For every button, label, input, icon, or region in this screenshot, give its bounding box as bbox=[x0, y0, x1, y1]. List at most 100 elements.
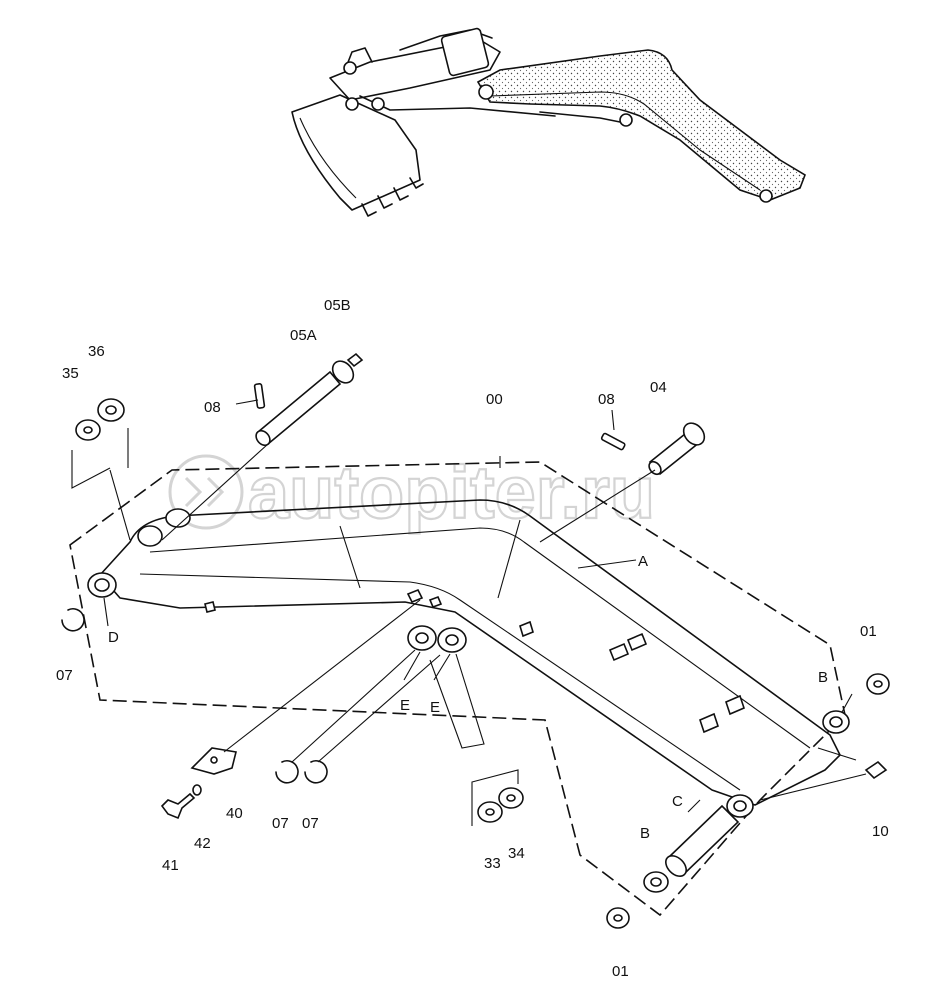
ref-a: A bbox=[638, 553, 648, 570]
leader-c bbox=[687, 799, 701, 813]
pin-overview-5 bbox=[759, 189, 773, 203]
leader-01-tip bbox=[841, 693, 853, 713]
label-00: 00 bbox=[486, 391, 503, 408]
bushing-e1-bore bbox=[415, 632, 429, 644]
leader-d bbox=[103, 597, 109, 627]
pin-overview-4 bbox=[478, 84, 494, 100]
bushing-b-tip-bore bbox=[829, 716, 843, 728]
leader-04-boom bbox=[539, 469, 656, 543]
boom-panel-seams bbox=[339, 519, 521, 599]
bucket-shell bbox=[291, 94, 421, 211]
pin-overview-6 bbox=[619, 113, 633, 127]
pin-05a bbox=[256, 370, 342, 446]
snap-ring-07-mid-b bbox=[304, 760, 328, 784]
boom-top-edge bbox=[149, 527, 811, 749]
washer-01-tip-hole bbox=[873, 680, 883, 688]
label-34: 34 bbox=[508, 845, 525, 862]
label-07-mid-a: 07 bbox=[272, 815, 289, 832]
boom-cylinder-overview bbox=[539, 111, 631, 125]
arm-cylinder-head bbox=[440, 27, 490, 77]
pin-05a-end bbox=[255, 429, 271, 447]
snap-ring-07-mid-a bbox=[275, 760, 299, 784]
bushing-e2-bore bbox=[445, 634, 459, 646]
leader-33-34 bbox=[429, 653, 519, 826]
boom-overview bbox=[476, 49, 806, 201]
pin-overview-2 bbox=[371, 97, 385, 111]
label-07-mid-b: 07 bbox=[302, 815, 319, 832]
cotter-pin-08-a bbox=[253, 383, 266, 409]
leader-10 bbox=[759, 747, 867, 801]
linkage bbox=[344, 47, 373, 71]
label-07-left: 07 bbox=[56, 667, 73, 684]
washer-01-lower-hole bbox=[613, 914, 623, 922]
bucket-rib bbox=[299, 117, 357, 199]
assembly-boundary bbox=[69, 461, 846, 917]
boom-bracket-tip bbox=[699, 694, 745, 734]
label-10: 10 bbox=[872, 823, 889, 840]
label-01-lower: 01 bbox=[612, 963, 629, 980]
boom-lug-1 bbox=[406, 588, 424, 604]
label-40: 40 bbox=[226, 805, 243, 822]
cotter-pin-08-b bbox=[600, 432, 626, 451]
leader-08b bbox=[611, 409, 615, 431]
label-08-b: 08 bbox=[598, 391, 615, 408]
leader-a bbox=[577, 559, 637, 569]
leader-07-e bbox=[291, 649, 441, 763]
label-05a: 05A bbox=[290, 327, 317, 344]
pin-c-end bbox=[665, 855, 687, 877]
excavator-overview bbox=[291, 27, 806, 217]
bushing-tip-lower-bore bbox=[733, 800, 747, 812]
washer-42 bbox=[192, 784, 202, 796]
boom-bottom-edge bbox=[139, 573, 741, 791]
ref-c: C bbox=[672, 793, 683, 810]
watermark-logo-ring bbox=[168, 454, 244, 530]
nipple-05b bbox=[346, 352, 364, 368]
boom-foot-boss-2 bbox=[137, 525, 163, 547]
leader-40-boom bbox=[223, 599, 421, 753]
label-35: 35 bbox=[62, 365, 79, 382]
label-42: 42 bbox=[194, 835, 211, 852]
label-08-a: 08 bbox=[204, 399, 221, 416]
shim-34-hole bbox=[506, 794, 516, 802]
leader-35-36 bbox=[71, 428, 129, 489]
leader-35-36-boom bbox=[109, 469, 131, 541]
boom-foot-bore bbox=[94, 578, 110, 592]
bushing-b-lower-bore bbox=[650, 877, 662, 887]
leader-05a-boom bbox=[161, 443, 269, 541]
ref-b-lower: B bbox=[640, 825, 650, 842]
boom-lug-2 bbox=[428, 595, 443, 609]
boom-overview-edge bbox=[489, 91, 761, 191]
bolt-41 bbox=[160, 792, 196, 820]
ref-b-tip: B bbox=[818, 669, 828, 686]
bracket-40-hole bbox=[210, 756, 218, 764]
label-04: 04 bbox=[650, 379, 667, 396]
watermark-logo-arrow bbox=[184, 476, 225, 508]
pin-overview-1 bbox=[345, 97, 359, 111]
pin-05a-head bbox=[331, 360, 355, 384]
ref-e2: E bbox=[430, 699, 440, 716]
shim-33-hole bbox=[485, 808, 495, 816]
washer-36-hole bbox=[105, 405, 117, 415]
label-05b: 05B bbox=[324, 297, 351, 314]
boom-pipe-clamp bbox=[519, 620, 534, 638]
leader-e bbox=[403, 651, 451, 681]
label-01-tip: 01 bbox=[860, 623, 877, 640]
label-33: 33 bbox=[484, 855, 501, 872]
snap-ring-07-left bbox=[61, 608, 85, 632]
label-41: 41 bbox=[162, 857, 179, 874]
boom-bracket-mid bbox=[608, 632, 648, 662]
boom-outline bbox=[99, 499, 841, 806]
watermark: autopiter.ru bbox=[168, 450, 656, 535]
pin-overview-3 bbox=[343, 61, 357, 75]
label-36: 36 bbox=[88, 343, 105, 360]
ref-e1: E bbox=[400, 697, 410, 714]
pin-04-head bbox=[682, 422, 706, 446]
pin-04-end bbox=[648, 460, 662, 476]
leader-08a bbox=[235, 399, 259, 405]
boom-pipe-clamp-2 bbox=[204, 601, 216, 613]
ref-d: D bbox=[108, 629, 119, 646]
grease-fitting-10 bbox=[864, 760, 888, 780]
boom-main bbox=[87, 499, 850, 818]
